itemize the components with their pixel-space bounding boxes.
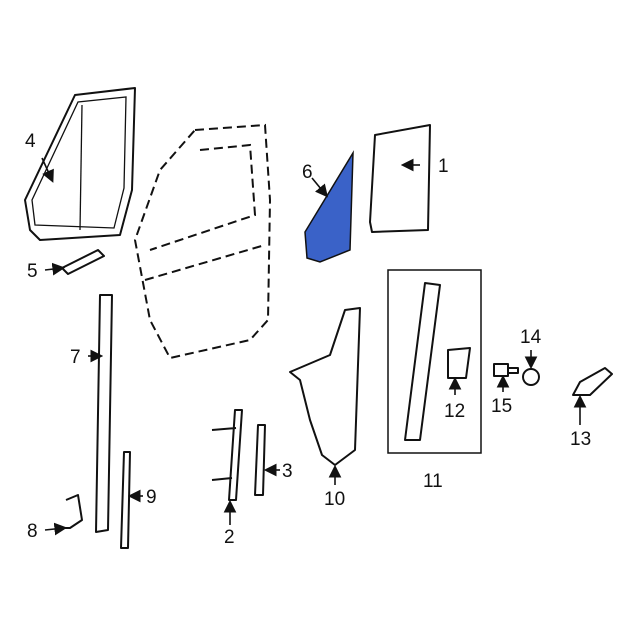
callout-3: 3	[282, 461, 293, 482]
callout-10: 10	[324, 489, 345, 510]
callout-6: 6	[302, 162, 313, 183]
part-bolt	[493, 363, 519, 377]
callout-labels: 1 2 3 4 5 6 7 8 9 10 11 12 13 14 15	[25, 131, 591, 548]
callout-1: 1	[438, 156, 449, 177]
part-vent-glass-highlighted	[304, 150, 354, 263]
part-door-frame-seal	[24, 87, 136, 241]
door-outline	[133, 123, 272, 360]
part-door-glass	[369, 124, 431, 233]
part-window-regulator	[289, 307, 361, 466]
callout-4: 4	[25, 131, 36, 152]
callout-2: 2	[224, 527, 235, 548]
part-bracket	[62, 494, 83, 529]
callout-8: 8	[27, 521, 38, 542]
callout-12: 12	[444, 401, 465, 422]
callout-11: 11	[423, 471, 443, 492]
part-channel	[211, 409, 243, 501]
part-run	[254, 424, 266, 496]
part-regulator-rail	[404, 282, 441, 441]
part-window-crank	[572, 367, 613, 396]
part-weatherstrip	[120, 451, 131, 549]
callout-15: 15	[491, 396, 512, 417]
callout-13: 13	[570, 429, 591, 450]
callout-14: 14	[520, 327, 542, 348]
callout-9: 9	[146, 487, 157, 508]
callout-5: 5	[27, 261, 38, 282]
part-motor-clip	[447, 347, 471, 379]
part-assembly-box	[387, 269, 482, 454]
callout-7: 7	[70, 347, 81, 368]
part-nut	[522, 368, 540, 386]
part-trim-strip	[61, 249, 105, 275]
part-run-channel	[95, 294, 113, 533]
